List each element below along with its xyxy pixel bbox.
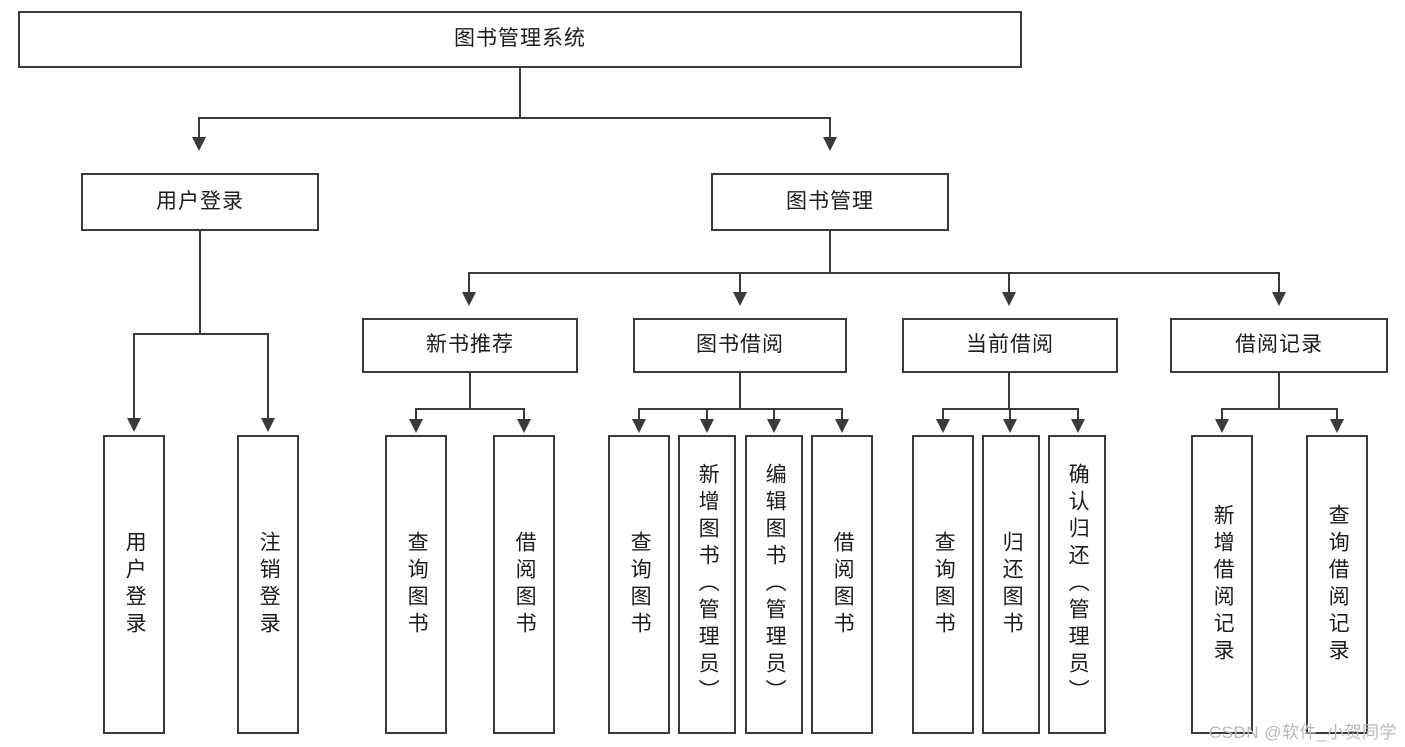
connector-new-book-to-leaf-2 [523,408,525,420]
node-label: 借阅记录 [1235,333,1323,357]
connector-book-manage-stem [829,231,831,273]
node-label: 注销登录 [257,530,281,639]
node-label: 图书借阅 [696,333,784,357]
node-book-management[interactable]: 图书管理 [711,173,949,231]
connector-book-borrow-to-leaf-1 [638,408,640,420]
node-label: 图书管理 [786,189,874,213]
connector-root-to-user-login [198,117,200,139]
node-label: 当前借阅 [966,333,1054,357]
connector-borrow-record-to-leaf-1 [1221,408,1223,420]
node-label: 用户登录 [156,189,244,213]
connector-book-manage-to-new-book [468,272,470,294]
node-borrow-record[interactable]: 借阅记录 [1170,318,1388,373]
leaf-book-borrow-borrow[interactable]: 借阅图书 [811,435,873,734]
arrowhead-current-borrow-leaf-3 [1071,419,1085,433]
arrowhead-new-book-leaf-2 [517,419,531,433]
node-label: 查询图书 [932,530,956,639]
node-label: 查询图书 [628,530,652,639]
connector-book-manage-bus [468,272,1280,274]
connector-user-login-to-leaf-2 [267,333,269,419]
connector-new-book-bus [415,408,525,410]
arrowhead-borrow-record-leaf-1 [1215,419,1229,433]
arrowhead-borrow-record-leaf-2 [1330,419,1344,433]
leaf-current-borrow-return[interactable]: 归还图书 [982,435,1040,734]
connector-root-bus [198,117,831,119]
arrowhead-user-login-leaf-2 [261,418,275,432]
leaf-borrow-record-add[interactable]: 新增借阅记录 [1191,435,1253,734]
node-current-borrow[interactable]: 当前借阅 [902,318,1118,373]
node-label: 新增图书（管理员） [696,463,720,706]
leaf-new-book-query[interactable]: 查询图书 [385,435,447,734]
arrowhead-book-manage-borrow [733,292,747,306]
arrowhead-new-book-leaf-1 [409,419,423,433]
leaf-book-borrow-edit[interactable]: 编辑图书（管理员） [745,435,803,734]
arrowhead-user-login-leaf-1 [127,418,141,432]
connector-current-borrow-to-leaf-3 [1077,408,1079,420]
connector-borrow-record-bus [1221,408,1338,410]
node-user-login[interactable]: 用户登录 [81,173,319,231]
node-new-book-recommend[interactable]: 新书推荐 [362,318,578,373]
connector-user-login-to-leaf-1 [133,333,135,419]
watermark-text: CSDN @软件_小贺同学 [1208,723,1397,742]
node-book-borrow[interactable]: 图书借阅 [633,318,847,373]
connector-book-manage-to-record [1278,272,1280,294]
arrowhead-book-borrow-leaf-3 [767,419,781,433]
connector-current-borrow-stem [1008,373,1010,409]
connector-new-book-stem [469,373,471,409]
node-label: 用户登录 [123,530,147,639]
node-label: 归还图书 [1000,530,1024,639]
connector-root-to-book-manage [829,117,831,139]
node-label: 编辑图书（管理员） [763,463,787,706]
connector-user-login-stem [199,231,201,334]
connector-root-stem [519,68,521,118]
connector-new-book-to-leaf-1 [415,408,417,420]
node-label: 借阅图书 [513,530,537,639]
node-label: 查询借阅记录 [1326,503,1350,666]
leaf-user-login-logout[interactable]: 注销登录 [237,435,299,734]
connector-user-login-bus [133,333,269,335]
node-label: 查询图书 [405,530,429,639]
node-label: 新增借阅记录 [1211,503,1235,666]
arrowhead-book-manage-current [1002,292,1016,306]
connector-book-borrow-bus [638,408,843,410]
arrowhead-root-to-book-manage [823,137,837,151]
connector-borrow-record-stem [1278,373,1280,409]
node-label: 确认归还（管理员） [1066,463,1090,706]
leaf-new-book-borrow[interactable]: 借阅图书 [493,435,555,734]
leaf-current-borrow-confirm[interactable]: 确认归还（管理员） [1048,435,1106,734]
connector-borrow-record-to-leaf-2 [1336,408,1338,420]
connector-current-borrow-to-leaf-2 [1009,408,1011,420]
node-label: 新书推荐 [426,333,514,357]
connector-book-borrow-to-leaf-2 [706,408,708,420]
arrowhead-book-manage-record [1272,292,1286,306]
leaf-book-borrow-query[interactable]: 查询图书 [608,435,670,734]
arrowhead-current-borrow-leaf-1 [936,419,950,433]
node-root-system[interactable]: 图书管理系统 [18,11,1022,68]
connector-book-borrow-to-leaf-3 [773,408,775,420]
leaf-user-login-login[interactable]: 用户登录 [103,435,165,734]
leaf-current-borrow-query[interactable]: 查询图书 [912,435,974,734]
connector-current-borrow-to-leaf-1 [942,408,944,420]
arrowhead-book-manage-new-book [462,292,476,306]
connector-book-borrow-stem [739,373,741,409]
arrowhead-root-to-user-login [192,137,206,151]
arrowhead-book-borrow-leaf-1 [632,419,646,433]
arrowhead-book-borrow-leaf-4 [835,419,849,433]
connector-book-manage-to-borrow [739,272,741,294]
connector-book-manage-to-current [1008,272,1010,294]
leaf-book-borrow-add[interactable]: 新增图书（管理员） [678,435,736,734]
connector-book-borrow-to-leaf-4 [841,408,843,420]
node-label: 图书管理系统 [454,27,586,51]
node-label: 借阅图书 [831,530,855,639]
arrowhead-book-borrow-leaf-2 [700,419,714,433]
leaf-borrow-record-query[interactable]: 查询借阅记录 [1306,435,1368,734]
arrowhead-current-borrow-leaf-2 [1003,419,1017,433]
